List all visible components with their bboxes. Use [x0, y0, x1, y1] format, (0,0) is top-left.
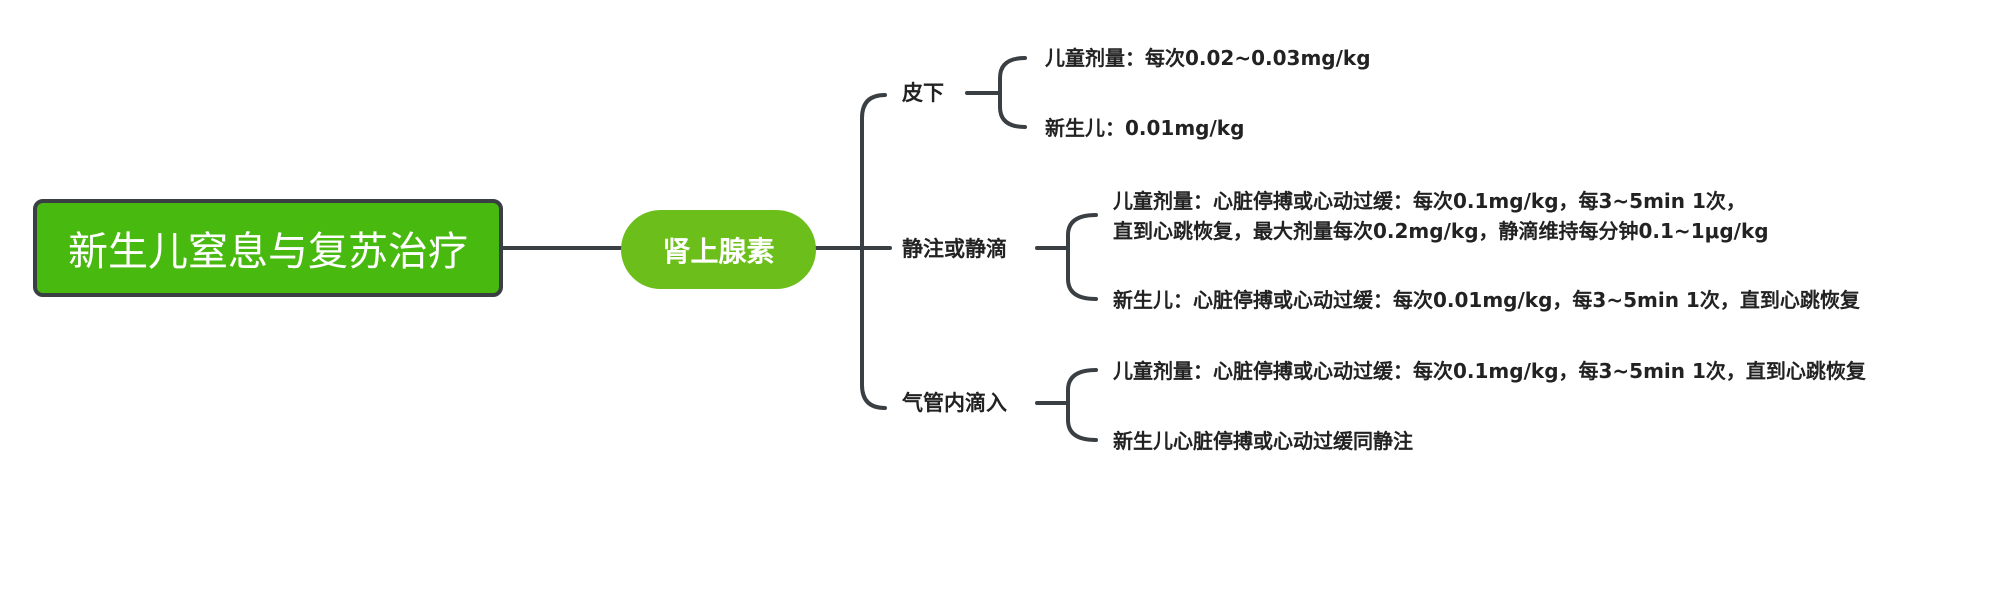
bracket-branches [860, 93, 887, 410]
leaf-line: 新生儿心脏停搏或心动过缓同静注 [1113, 429, 1413, 453]
root-topic-label: 新生儿窒息与复苏治疗 [68, 229, 468, 275]
leaf-line: 直到心跳恢复，最大剂量每次0.2mg/kg，静滴维持每分钟0.1~1μg/kg [1113, 219, 1769, 243]
bracket-branch-2 [1066, 213, 1098, 301]
branch-endotracheal[interactable]: 气管内滴入 [902, 390, 1007, 416]
leaf-iv-newborn[interactable]: 新生儿：心脏停搏或心动过缓：每次0.01mg/kg，每3~5min 1次，直到心… [1113, 286, 1860, 314]
branch-label: 气管内滴入 [902, 391, 1007, 415]
bracket-branch-1 [998, 56, 1027, 129]
branch-subcutaneous[interactable]: 皮下 [902, 80, 944, 106]
main-topic-label: 肾上腺素 [662, 234, 775, 268]
root-topic[interactable]: 新生儿窒息与复苏治疗 [33, 199, 503, 297]
leaf-endotracheal-newborn[interactable]: 新生儿心脏停搏或心动过缓同静注 [1113, 427, 1413, 455]
bracket-branch-3 [1066, 368, 1098, 442]
leaf-iv-children[interactable]: 儿童剂量：心脏停搏或心动过缓：每次0.1mg/kg，每3~5min 1次， 直到… [1113, 186, 1769, 246]
leaf-endotracheal-children[interactable]: 儿童剂量：心脏停搏或心动过缓：每次0.1mg/kg，每3~5min 1次，直到心… [1113, 357, 1866, 385]
leaf-line: 新生儿：0.01mg/kg [1045, 116, 1245, 140]
branch-label: 静注或静滴 [902, 237, 1007, 261]
leaf-line: 儿童剂量：每次0.02~0.03mg/kg [1045, 46, 1371, 70]
leaf-line: 儿童剂量：心脏停搏或心动过缓：每次0.1mg/kg，每3~5min 1次， [1113, 189, 1746, 213]
leaf-line: 新生儿：心脏停搏或心动过缓：每次0.01mg/kg，每3~5min 1次，直到心… [1113, 288, 1860, 312]
leaf-line: 儿童剂量：心脏停搏或心动过缓：每次0.1mg/kg，每3~5min 1次，直到心… [1113, 359, 1866, 383]
branch-label: 皮下 [902, 81, 944, 105]
leaf-subcutaneous-newborn[interactable]: 新生儿：0.01mg/kg [1045, 114, 1244, 142]
main-topic[interactable]: 肾上腺素 [621, 210, 816, 289]
leaf-subcutaneous-children[interactable]: 儿童剂量：每次0.02~0.03mg/kg [1045, 44, 1371, 72]
branch-iv[interactable]: 静注或静滴 [902, 236, 1007, 262]
